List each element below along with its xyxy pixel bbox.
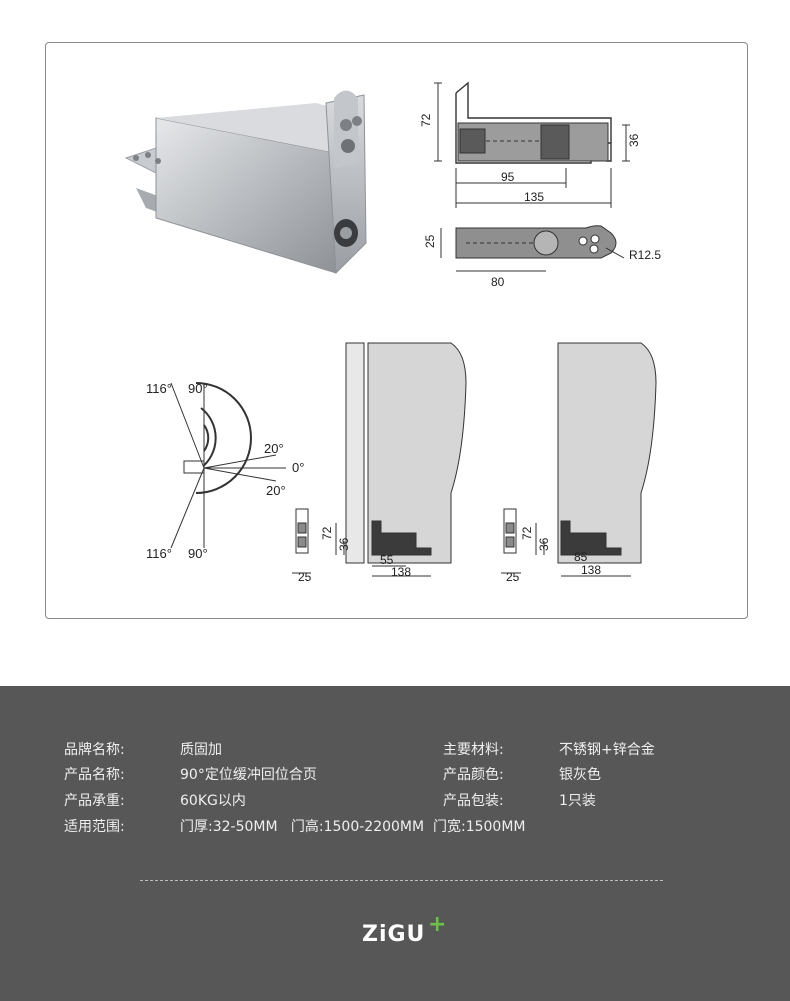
name-value: 90°定位缓冲回位合页 [180, 767, 317, 783]
range-label: 适用范围: [64, 819, 125, 835]
dim-80: 80 [491, 275, 505, 289]
install-left-138: 138 [391, 565, 411, 579]
install-right-25: 25 [506, 570, 520, 584]
technical-drawing: 72 36 95 135 25 80 R12.5 [124, 81, 661, 584]
color-label: 产品颜色: [443, 767, 504, 783]
load-value: 60KG以内 [180, 793, 246, 809]
top-view-drawing [440, 225, 625, 272]
install-drawing-right [501, 342, 657, 577]
install-left-25: 25 [298, 570, 312, 584]
install-left-36: 36 [337, 537, 351, 551]
angle-90-top: 90° [188, 381, 208, 396]
product-figure-frame: 72 36 95 135 25 80 R12.5 [45, 42, 748, 619]
material-label: 主要材料: [443, 742, 504, 758]
name-label: 产品名称: [64, 767, 125, 783]
install-right-85: 85 [574, 550, 588, 564]
pack-label: 产品包装: [443, 793, 504, 809]
angle-diagram [170, 382, 286, 549]
dim-r12: R12.5 [629, 248, 661, 262]
brand-value: 质固加 [180, 742, 222, 758]
install-right-36: 36 [537, 537, 551, 551]
side-view-drawing [434, 81, 630, 208]
pack-value: 1只装 [559, 793, 596, 809]
angle-116-bot: 116° [146, 546, 172, 561]
dim-36: 36 [627, 133, 641, 147]
install-left-72: 72 [320, 526, 334, 540]
dim-72: 72 [419, 113, 433, 127]
brand-label: 品牌名称: [64, 742, 125, 758]
dim-25: 25 [423, 234, 437, 248]
angle-20-top: 20° [264, 441, 284, 456]
install-drawing-left [292, 342, 467, 577]
dim-135: 135 [524, 190, 544, 204]
install-right-72: 72 [520, 526, 534, 540]
angle-0: 0° [292, 460, 304, 475]
angle-90-bot: 90° [188, 546, 208, 561]
dashed-divider [140, 880, 663, 881]
angle-20-bot: 20° [266, 483, 286, 498]
install-left-55: 55 [380, 553, 394, 567]
zigu-logo: ZiGU [362, 922, 426, 947]
dim-95: 95 [501, 170, 515, 184]
material-value: 不锈钢+锌合金 [559, 742, 655, 758]
logo-plus-icon: + [428, 912, 447, 937]
spec-panel: 品牌名称: 质固加 主要材料: 不锈钢+锌合金 产品名称: 90°定位缓冲回位合… [0, 686, 790, 1001]
range-value: 门厚:32-50MM 门高:1500-2200MM 门宽:1500MM [180, 819, 526, 835]
hinge-photo [124, 90, 367, 275]
angle-116-top: 116° [146, 381, 172, 396]
install-right-138: 138 [581, 563, 601, 577]
load-label: 产品承重: [64, 793, 125, 809]
color-value: 银灰色 [559, 767, 601, 783]
